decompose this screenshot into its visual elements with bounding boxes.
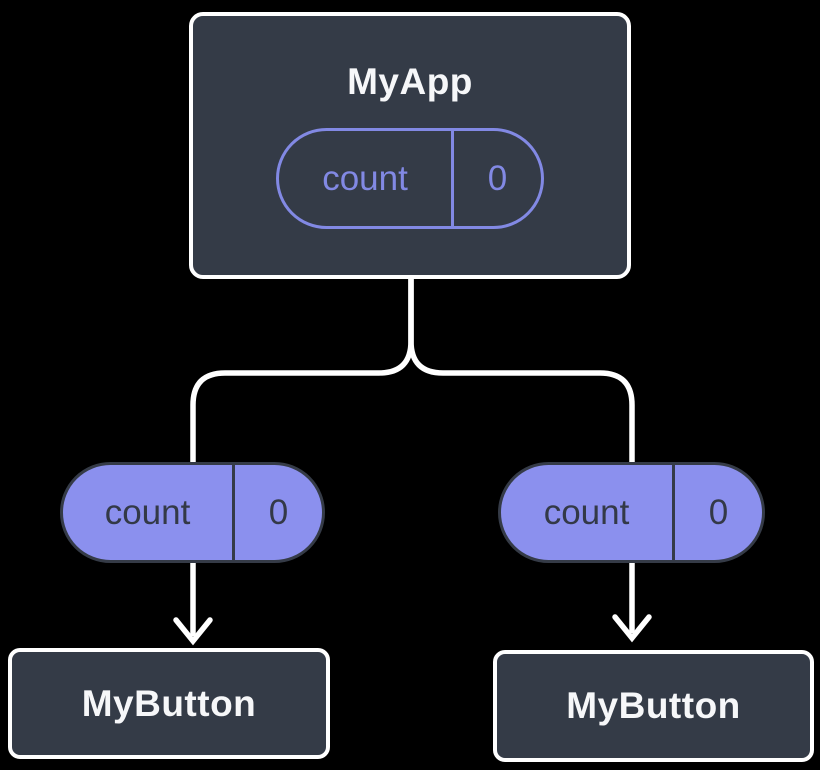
mybutton-node-left: MyButton	[8, 648, 330, 759]
prop-pill-left-label: count	[104, 492, 191, 532]
mybutton-node-right: MyButton	[493, 650, 814, 762]
myapp-node: MyApp count 0	[189, 12, 631, 279]
arrowhead-left-icon	[173, 617, 213, 646]
connector-branch-left	[190, 278, 414, 636]
mybutton-left-title: MyButton	[81, 682, 257, 724]
state-pill-value: 0	[451, 131, 541, 226]
prop-pill-left-value: 0	[232, 465, 322, 560]
prop-pill-left: count 0	[60, 462, 325, 563]
state-pill-label: count	[322, 158, 408, 198]
prop-pill-right-label: count	[543, 492, 630, 532]
connector-branch-right	[408, 278, 635, 633]
myapp-title: MyApp	[347, 61, 473, 102]
mybutton-right-title: MyButton	[566, 685, 741, 726]
arrowhead-right-icon	[612, 614, 652, 643]
prop-pill-right-value: 0	[672, 465, 762, 560]
state-pill: count 0	[276, 128, 544, 229]
prop-pill-right: count 0	[498, 462, 765, 563]
